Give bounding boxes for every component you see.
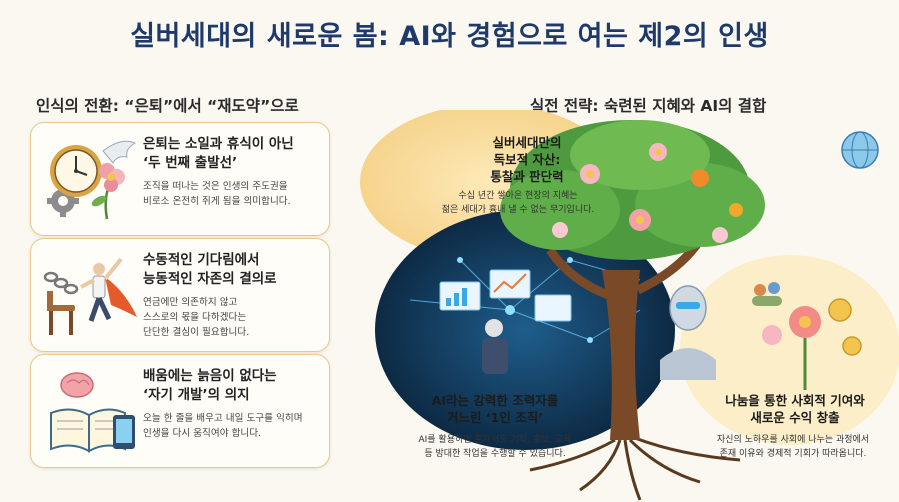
people-icon — [752, 282, 782, 306]
card-2-title: 수동적인 기다림에서 능동적인 자존의 결의로 — [143, 252, 277, 287]
robot-icon — [660, 285, 716, 380]
card-lifelong-learning: 배움에는 늙음이 없다는 ‘자기 개발’의 의지 오늘 한 줄을 배우고 내일 … — [30, 354, 330, 468]
card-active-resolution: 수동적인 기다림에서 능동적인 자존의 결의로 연금에만 의존하지 않고 스스로… — [30, 238, 330, 352]
tree-trunk — [602, 270, 640, 440]
chair-icon — [47, 291, 75, 335]
page-title: 실버세대의 새로운 봄: AI와 경험으로 여는 제2의 인생 — [130, 21, 769, 52]
wing-icon — [102, 140, 137, 164]
brain-icon — [60, 372, 94, 398]
hero-figure-icon — [80, 257, 137, 322]
globe-icon — [841, 131, 879, 169]
card-1-desc: 조직을 떠나는 것은 인생의 주도권을 비로소 온전히 쥐게 됨을 의미합니다. — [143, 181, 291, 207]
tree-roots — [529, 436, 741, 501]
card-2-desc: 연금에만 의존하지 않고 스스로의 몫을 다하겠다는 단단한 결심이 필요합니다… — [143, 297, 250, 338]
tech-background — [375, 210, 675, 450]
asset-title: 실버세대만의 독보적 자산: 통찰과 판단력 — [490, 135, 564, 184]
flower-icon — [762, 306, 821, 390]
card-1-title: 은퇴는 소일과 휴식이 아닌 ‘두 번째 출발선’ — [143, 136, 294, 171]
card-3-title: 배움에는 늙음이 없다는 ‘자기 개발’의 의지 — [143, 368, 277, 403]
one-person-org-desc: AI를 활용하면 혼자서도 기획, 홍보, 교육 등 방대한 작업을 수행할 수… — [418, 435, 572, 459]
chart-icon — [439, 269, 572, 322]
wisdom-ai-tree-illustration — [360, 110, 899, 501]
network-nodes — [457, 257, 593, 343]
social-contribution-title: 나눔을 통한 사회적 기여와 새로운 수익 창출 — [725, 393, 865, 425]
social-contribution-desc: 자신의 노하우를 사회에 나누는 과정에서 존재 이유와 경제적 기회가 따라옵… — [716, 435, 870, 459]
one-person-org-title: AI라는 강력한 조력자를 거느린 ‘1인 조직’ — [431, 393, 559, 425]
chain-icon — [43, 271, 79, 295]
fruit-flowers — [552, 143, 743, 243]
breaking-chain-illustration — [43, 257, 137, 335]
right-section-heading: 실전 전략: 숙련된 지혜와 AI의 결합 — [530, 97, 767, 115]
tablet-icon — [113, 415, 135, 449]
coin-icon — [828, 298, 862, 356]
flower-icon — [91, 163, 125, 220]
asset-desc: 수십 년간 쌓아온 현장의 지혜는 젊은 세대가 흉내 낼 수 없는 무기입니다… — [441, 191, 595, 215]
card-3-desc: 오늘 한 줄을 배우고 내일 도구를 익히며 인생을 다시 움직여야 합니다. — [143, 413, 303, 439]
clock-flower-illustration — [47, 140, 137, 220]
learning-illustration — [50, 372, 135, 453]
left-section-heading: 인식의 전환: “은퇴”에서 “재도약”으로 — [36, 97, 299, 115]
senior-person-icon — [482, 319, 508, 374]
card-retirement-new-start: 은퇴는 소일과 휴식이 아닌 ‘두 번째 출발선’ 조직을 떠나는 것은 인생의… — [30, 122, 330, 236]
clock-icon — [50, 145, 102, 197]
tree-canopy — [500, 120, 765, 260]
